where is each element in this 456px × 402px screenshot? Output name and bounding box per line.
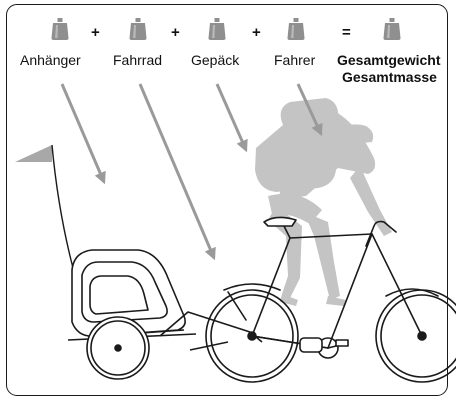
label-trailer: Anhänger <box>20 52 81 68</box>
plus-operator: + <box>252 24 261 41</box>
arrow-bicycle <box>138 83 216 261</box>
arrow-rider <box>296 83 323 137</box>
label-total-weight: Gesamtgewicht <box>337 52 441 68</box>
bicycle <box>205 216 456 383</box>
rider-silhouette <box>255 98 392 306</box>
label-rider: Fahrer <box>274 52 316 68</box>
diagram-frame <box>6 4 448 396</box>
label-luggage: Gepäck <box>191 52 240 68</box>
arrow-luggage <box>215 83 248 153</box>
equals-operator: = <box>342 24 351 41</box>
child-trailer <box>67 249 263 380</box>
label-bicycle: Fahrrad <box>113 52 163 68</box>
plus-operator: + <box>91 24 100 41</box>
plus-operator: + <box>171 24 180 41</box>
contribution-arrows <box>60 83 323 261</box>
trailer-flag <box>15 144 74 269</box>
arrow-trailer <box>60 83 106 185</box>
label-total-mass: Gesamtmasse <box>342 69 437 85</box>
